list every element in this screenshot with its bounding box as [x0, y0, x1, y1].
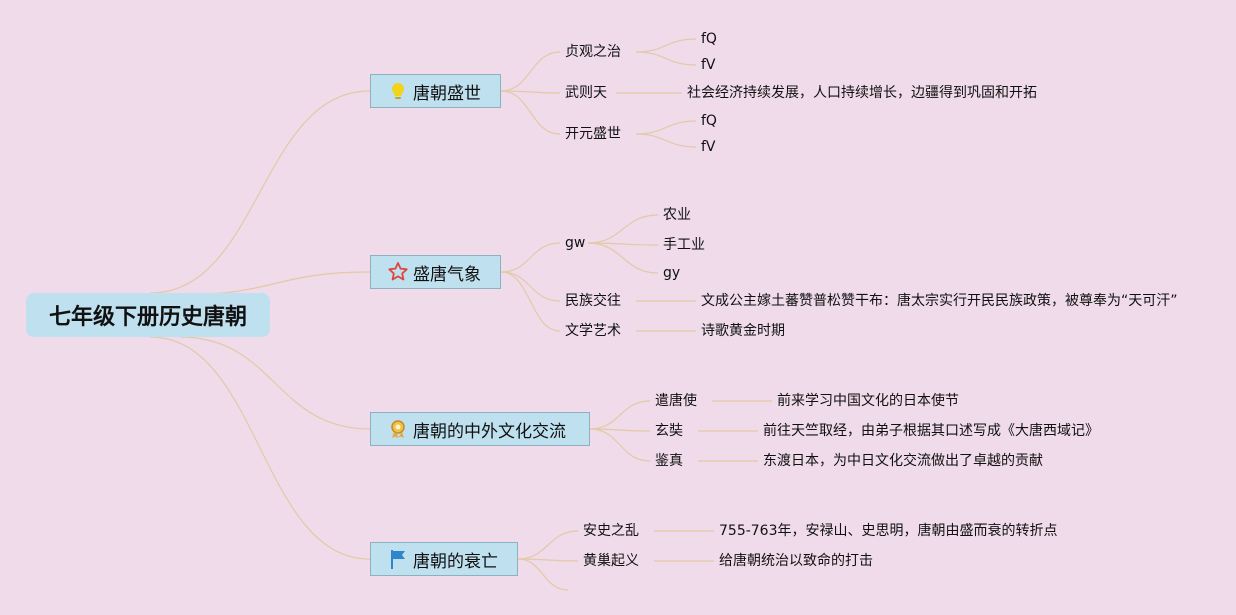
lightbulb-icon [387, 80, 409, 102]
connector-sub-detail [635, 38, 697, 53]
subtopic-zhenguan[interactable]: 贞观之治 [565, 44, 621, 60]
connector-sub-detail [587, 214, 659, 244]
subtopic-literature-art[interactable]: 文学艺术 [565, 323, 621, 339]
detail-kaiyuan-1[interactable]: fQ [701, 113, 717, 129]
subtopic-envoys[interactable]: 遣唐使 [655, 393, 697, 409]
connector-sub-detail [587, 242, 659, 246]
detail-ethnic-exchange[interactable]: 文成公主嫁土蕃赞普松赞干布：唐太宗实行开民民族政策，被尊奉为“天可汗” [701, 293, 1178, 309]
connector-sub-detail [635, 133, 697, 148]
connector-root-branch [149, 336, 371, 560]
subtopic-huangchao-uprising[interactable]: 黄巢起义 [583, 553, 639, 569]
connector-branch-sub [500, 271, 561, 332]
branch-cultural-exchange[interactable]: 唐朝的中外文化交流 [370, 412, 590, 446]
subtopic-ethnic-exchange[interactable]: 民族交往 [565, 293, 621, 309]
branch-label: 唐朝的衰亡 [413, 551, 498, 572]
detail-envoys[interactable]: 前来学习中国文化的日本使节 [777, 393, 959, 409]
subtopic-anshi-rebellion[interactable]: 安史之乱 [583, 523, 639, 539]
connector-branch-sub [517, 558, 579, 562]
connector-branch-sub [517, 558, 569, 591]
branch-decline[interactable]: 唐朝的衰亡 [370, 542, 518, 576]
connector-root-branch [149, 90, 371, 294]
detail-handicraft[interactable]: 手工业 [663, 237, 705, 253]
connector-branch-sub [500, 242, 561, 273]
connector-branch-sub [500, 271, 561, 302]
subtopic-gw[interactable]: gw [565, 235, 586, 251]
connector-branch-sub [500, 51, 561, 92]
detail-xuanzang[interactable]: 前往天竺取经，由弟子根据其口述写成《大唐西域记》 [763, 423, 1099, 439]
connector-branch-sub [500, 90, 561, 94]
connector-root-branch [179, 336, 371, 430]
detail-wuzetian[interactable]: 社会经济持续发展，人口持续增长，边疆得到巩固和开拓 [687, 85, 1037, 101]
detail-literature-art[interactable]: 诗歌黄金时期 [701, 323, 785, 339]
connector-branch-sub [500, 90, 561, 135]
connector-branch-sub [517, 530, 579, 560]
detail-anshi-rebellion[interactable]: 755-763年，安禄山、史思明，唐朝由盛而衰的转折点 [719, 523, 1058, 539]
subtopic-kaiyuan[interactable]: 开元盛世 [565, 126, 621, 142]
root-label: 七年级下册历史唐朝 [48, 305, 247, 330]
detail-huangchao-uprising[interactable]: 给唐朝统治以致命的打击 [719, 553, 873, 569]
detail-agriculture[interactable]: 农业 [663, 207, 691, 223]
connector-sub-detail [587, 242, 659, 274]
branch-label: 盛唐气象 [413, 264, 481, 285]
connector-branch-sub [589, 428, 651, 462]
connector-root-branch [179, 271, 371, 296]
star-icon [387, 261, 409, 283]
branch-label: 唐朝盛世 [413, 83, 481, 104]
detail-kaiyuan-2[interactable]: fV [701, 139, 716, 155]
branch-tang-prosperity[interactable]: 唐朝盛世 [370, 74, 501, 108]
branch-high-tang[interactable]: 盛唐气象 [370, 255, 501, 289]
subtopic-wuzetian[interactable]: 武则天 [565, 85, 607, 101]
detail-zhenguan-2[interactable]: fV [701, 57, 716, 73]
subtopic-jianzhen[interactable]: 鉴真 [655, 453, 683, 469]
medal-icon [387, 418, 409, 440]
detail-zhenguan-1[interactable]: fQ [701, 31, 717, 47]
branch-label: 唐朝的中外文化交流 [413, 421, 566, 442]
connector-sub-detail [635, 51, 697, 66]
detail-gy[interactable]: gy [663, 265, 681, 281]
subtopic-xuanzang[interactable]: 玄奘 [655, 423, 683, 439]
flag-icon [387, 548, 409, 570]
connector-branch-sub [589, 400, 651, 430]
root-topic[interactable]: 七年级下册历史唐朝 [26, 293, 270, 337]
connector-sub-detail [635, 120, 697, 135]
detail-jianzhen[interactable]: 东渡日本，为中日文化交流做出了卓越的贡献 [763, 453, 1043, 469]
